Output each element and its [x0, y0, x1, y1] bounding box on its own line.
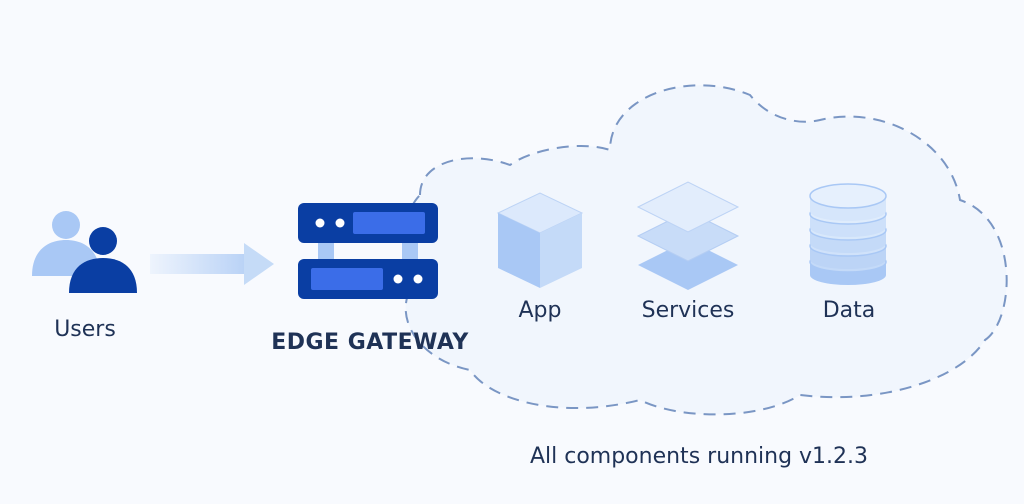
database-icon	[809, 183, 887, 285]
users-icon	[32, 211, 137, 293]
data-label: Data	[822, 298, 876, 323]
flow-arrow-icon	[150, 243, 274, 285]
users-label: Users	[54, 317, 116, 342]
services-label: Services	[641, 298, 735, 323]
cube-icon	[496, 192, 584, 288]
server-icon	[298, 203, 438, 299]
gateway-label: EDGE GATEWAY	[271, 330, 469, 355]
layers-icon	[636, 181, 740, 290]
status-text: All components running v1.2.3	[529, 444, 869, 469]
app-label: App	[518, 298, 562, 323]
